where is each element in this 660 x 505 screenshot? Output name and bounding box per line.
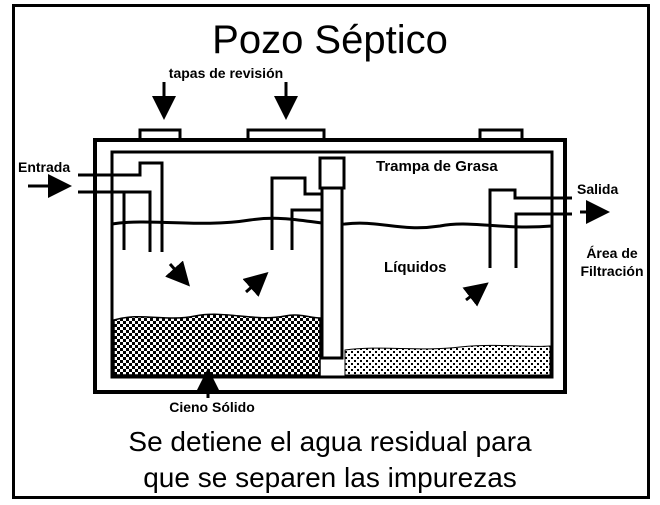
label-inlet: Entrada — [18, 159, 70, 175]
sludge-layer-right — [344, 344, 551, 376]
diagram-title: Pozo Séptico — [212, 18, 448, 62]
flow-arrow-up-1 — [242, 272, 269, 297]
transfer-pipe — [270, 176, 322, 250]
label-solid-sludge: Cieno Sólido — [169, 399, 255, 415]
caption-line-2: que se separen las impurezas — [143, 462, 517, 493]
label-outlet: Salida — [577, 181, 618, 197]
outlet-pipe — [488, 188, 572, 268]
label-filtration-area-2: Filtración — [580, 263, 643, 279]
sludge-layer-left — [113, 313, 321, 376]
label-liquids: Líquidos — [384, 259, 447, 276]
partition-wall — [318, 156, 346, 360]
label-inspection-covers: tapas de revisión — [169, 65, 283, 81]
flow-arrows — [28, 82, 610, 398]
caption: Se detiene el agua residual para que se … — [0, 424, 660, 496]
label-grease-trap: Trampa de Grasa — [376, 158, 498, 175]
liquid-surface — [111, 216, 553, 230]
label-filtration-area-1: Área de — [586, 245, 638, 261]
flow-arrow-down — [165, 260, 190, 287]
caption-line-1: Se detiene el agua residual para — [128, 426, 532, 457]
inlet-pipe — [78, 161, 164, 252]
flow-arrow-up-2 — [462, 282, 489, 307]
